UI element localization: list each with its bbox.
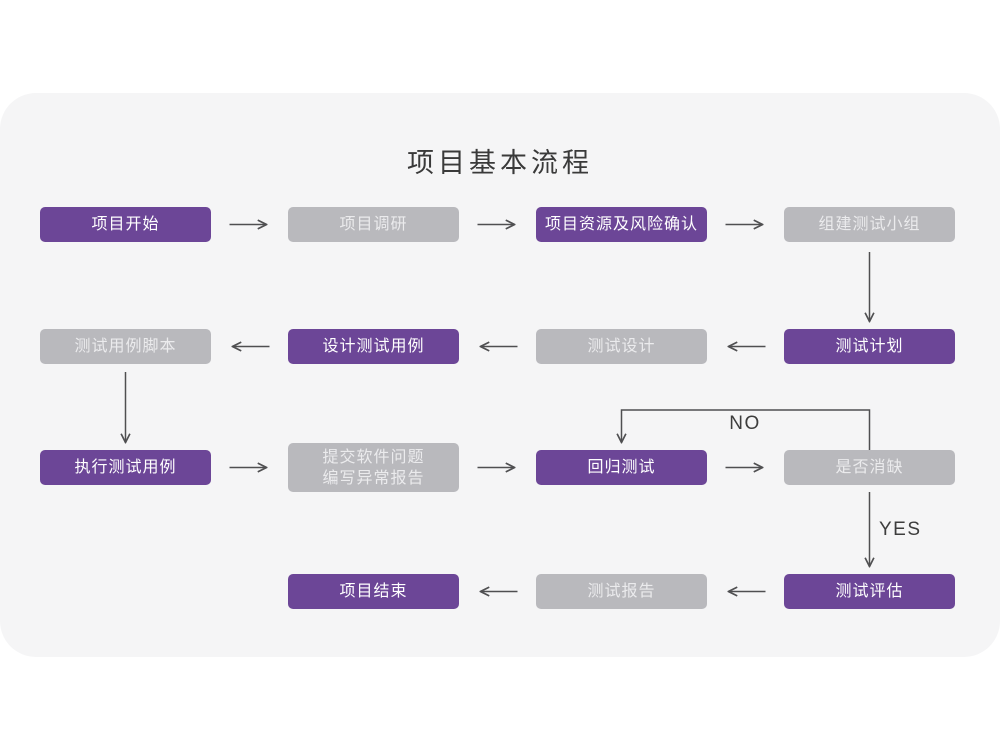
- node-project-start: 项目开始: [40, 207, 211, 242]
- flowchart-card: [0, 93, 1000, 657]
- node-design-test-cases: 设计测试用例: [288, 329, 459, 364]
- node-resource-risk-confirm: 项目资源及风险确认: [536, 207, 707, 242]
- node-label-line2: 编写异常报告: [322, 469, 425, 487]
- node-test-report: 测试报告: [536, 574, 707, 609]
- node-build-test-team: 组建测试小组: [784, 207, 955, 242]
- node-test-evaluation: 测试评估: [784, 574, 955, 609]
- node-regression-test: 回归测试: [536, 450, 707, 485]
- arrow-no-loop: [622, 409, 871, 450]
- node-submit-issue-report: 提交软件问题 编写异常报告: [288, 443, 459, 492]
- no-branch-label: NO: [729, 413, 761, 434]
- yes-branch-label: YES: [879, 519, 922, 540]
- node-test-design: 测试设计: [536, 329, 707, 364]
- node-test-plan: 测试计划: [784, 329, 955, 364]
- node-project-end: 项目结束: [288, 574, 459, 609]
- node-defect-resolved: 是否消缺: [784, 450, 955, 485]
- node-execute-test-cases: 执行测试用例: [40, 450, 211, 485]
- page-title: 项目基本流程: [407, 148, 593, 178]
- node-test-case-script: 测试用例脚本: [40, 329, 211, 364]
- node-label-line1: 提交软件问题: [322, 448, 425, 466]
- node-project-research: 项目调研: [288, 207, 459, 242]
